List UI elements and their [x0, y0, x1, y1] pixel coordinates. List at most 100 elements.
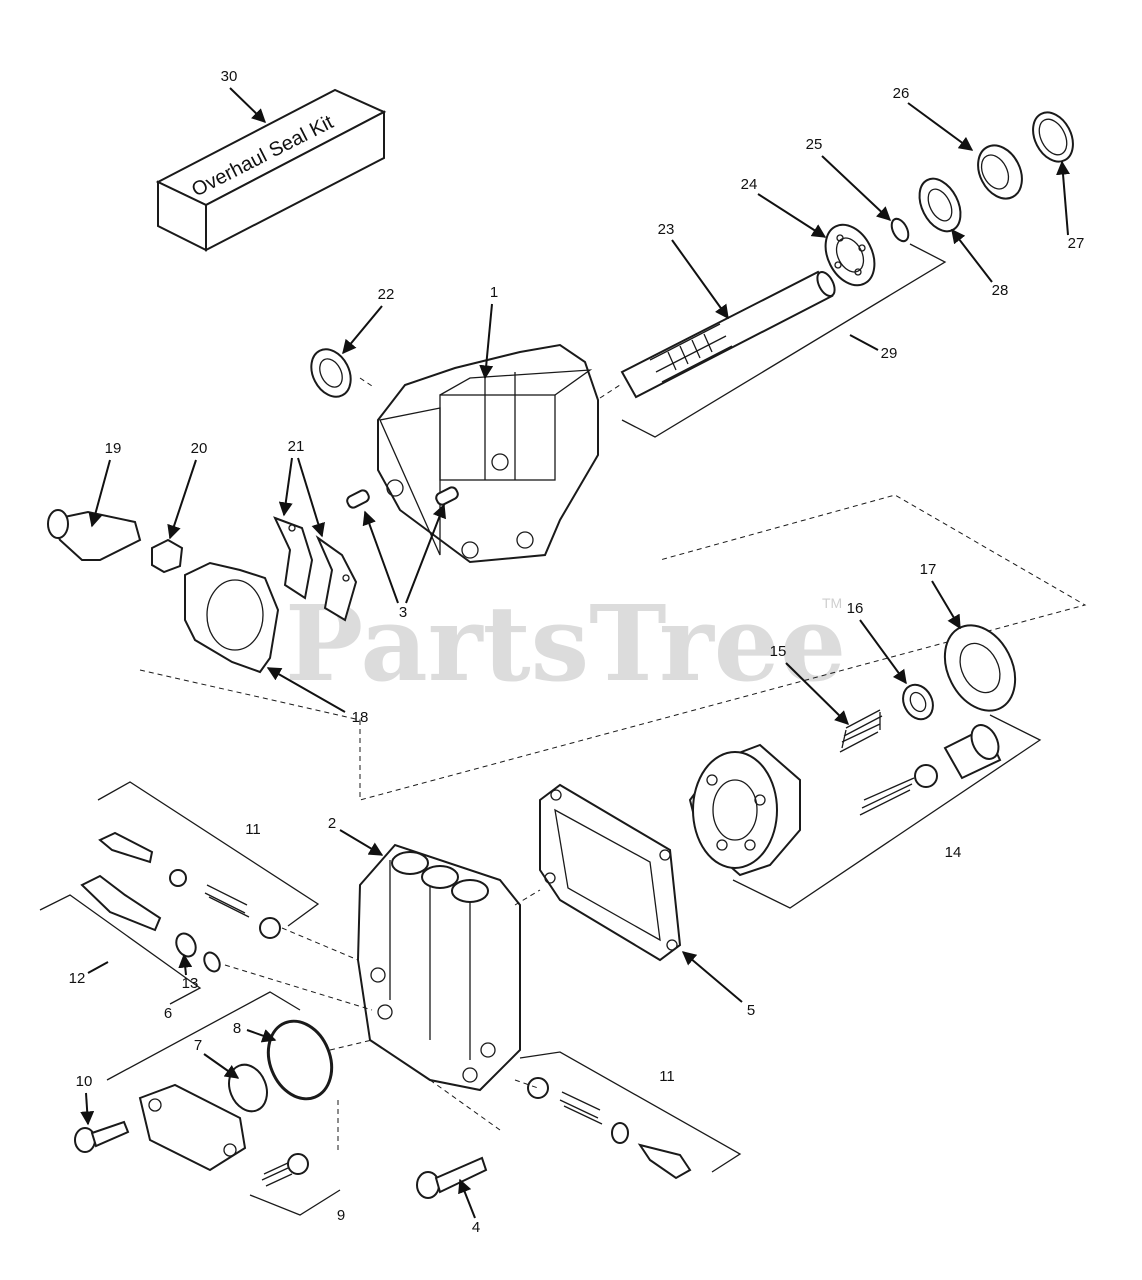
part-22-lip-seal[interactable] [304, 343, 359, 404]
callout-9: 9 [337, 1207, 345, 1224]
callout-1: 1 [479, 284, 498, 380]
callout-13: 13 [178, 953, 199, 992]
callout-25: 25 [806, 136, 892, 221]
svg-text:30: 30 [221, 68, 238, 85]
part-6-cover[interactable] [138, 1083, 247, 1172]
part-10-bolt[interactable] [74, 1120, 130, 1153]
svg-text:17: 17 [920, 561, 937, 578]
part-11-relief-valve-upper[interactable] [98, 831, 281, 939]
part-23-input-shaft[interactable] [620, 269, 838, 399]
svg-text:7: 7 [194, 1037, 202, 1054]
svg-text:5: 5 [747, 1002, 755, 1019]
callout-29: 29 [849, 334, 898, 362]
callout-20: 20 [167, 440, 208, 540]
bracket-9 [249, 1189, 341, 1216]
part-16-washer[interactable] [897, 680, 938, 725]
svg-text:16: 16 [847, 600, 864, 617]
svg-text:1: 1 [490, 284, 498, 301]
svg-text:20: 20 [191, 440, 208, 457]
part-15-spring[interactable] [839, 709, 883, 753]
part-11-relief-valve-lower[interactable] [527, 1077, 692, 1180]
svg-text:11: 11 [659, 1068, 675, 1085]
callout-22: 22 [342, 286, 395, 355]
callout-18: 18 [266, 667, 369, 726]
bracket-6 [106, 991, 301, 1081]
part-3-dowel-pins[interactable] [345, 486, 459, 510]
svg-text:27: 27 [1068, 235, 1085, 252]
bracket-29 [621, 243, 947, 438]
callouts: 30 26 25 24 27 28 23 29 [69, 68, 1085, 1236]
svg-text:8: 8 [233, 1020, 241, 1037]
callout-23: 23 [658, 221, 729, 320]
part-17-thrust-bearing[interactable] [931, 613, 1029, 722]
part-30-overhaul-seal-kit[interactable]: Overhaul Seal Kit [155, 88, 387, 252]
part-1-housing[interactable] [377, 343, 599, 564]
svg-text:25: 25 [806, 136, 823, 153]
part-28-seal[interactable] [911, 172, 968, 238]
part-25-retaining-ring[interactable] [888, 216, 911, 244]
watermark-trademark: TM [822, 595, 842, 611]
callout-2: 2 [328, 815, 384, 856]
callout-16: 16 [847, 600, 907, 685]
part-7-cam[interactable] [222, 1059, 273, 1117]
svg-text:15: 15 [770, 643, 787, 660]
callout-17: 17 [920, 561, 961, 630]
callout-21: 21 [278, 438, 325, 538]
watermark-text: PartsTree [285, 582, 846, 705]
callout-4: 4 [458, 1178, 480, 1236]
callout-10: 10 [76, 1073, 95, 1126]
callout-7: 7 [194, 1037, 240, 1079]
svg-text:29: 29 [881, 345, 898, 362]
callout-3: 3 [362, 503, 446, 621]
part-18-swashplate[interactable] [184, 561, 280, 674]
part-14-cylinder-block[interactable] [688, 743, 801, 877]
svg-text:14: 14 [945, 844, 962, 861]
svg-text:18: 18 [352, 709, 369, 726]
callout-28: 28 [951, 228, 1009, 299]
svg-text:28: 28 [992, 282, 1009, 299]
part-5-gasket[interactable] [539, 783, 682, 962]
svg-text:26: 26 [893, 85, 910, 102]
callout-15: 15 [770, 643, 849, 725]
part-14-piston-spring-ball[interactable] [859, 721, 1004, 816]
svg-text:9: 9 [337, 1207, 345, 1224]
callout-24: 24 [741, 176, 827, 238]
callout-12: 12 [69, 961, 109, 987]
svg-text:23: 23 [658, 221, 675, 238]
part-21-thrust-washers[interactable] [273, 516, 358, 622]
part-20-nut[interactable] [151, 538, 184, 574]
callout-26: 26 [893, 85, 974, 151]
svg-text:22: 22 [378, 286, 395, 303]
svg-text:24: 24 [741, 176, 758, 193]
callout-6: 6 [164, 1005, 172, 1022]
bracket-11-lower [519, 1051, 742, 1173]
callout-8: 8 [233, 1020, 277, 1043]
part-4-bolt[interactable] [416, 1156, 488, 1199]
svg-text:3: 3 [399, 604, 407, 621]
part-27-snap-ring[interactable] [1025, 106, 1081, 169]
svg-text:2: 2 [328, 815, 336, 832]
callout-14: 14 [945, 844, 962, 861]
bracket-11-upper [97, 781, 320, 927]
callout-11-upper: 11 [245, 821, 261, 838]
part-8-o-ring[interactable] [257, 1012, 343, 1109]
svg-text:11: 11 [245, 821, 261, 838]
alignment-lines [224, 377, 621, 1150]
part-26-needle-bearing[interactable] [969, 138, 1030, 206]
part-9-spring-ball[interactable] [261, 1153, 309, 1187]
svg-text:4: 4 [472, 1219, 480, 1236]
svg-text:12: 12 [69, 970, 86, 987]
watermark: PartsTree TM [285, 582, 846, 705]
part-2-center-section[interactable] [356, 843, 521, 1092]
bracket-12 [39, 894, 202, 1005]
callout-30: 30 [221, 68, 267, 123]
dashed-outline-upper [139, 494, 1087, 801]
svg-text:6: 6 [164, 1005, 172, 1022]
part-24-ball-bearing[interactable] [816, 217, 884, 294]
svg-text:19: 19 [105, 440, 122, 457]
part-12-valve[interactable] [80, 874, 223, 974]
svg-text:13: 13 [182, 975, 199, 992]
bracket-14 [732, 714, 1042, 909]
svg-text:21: 21 [288, 438, 305, 455]
